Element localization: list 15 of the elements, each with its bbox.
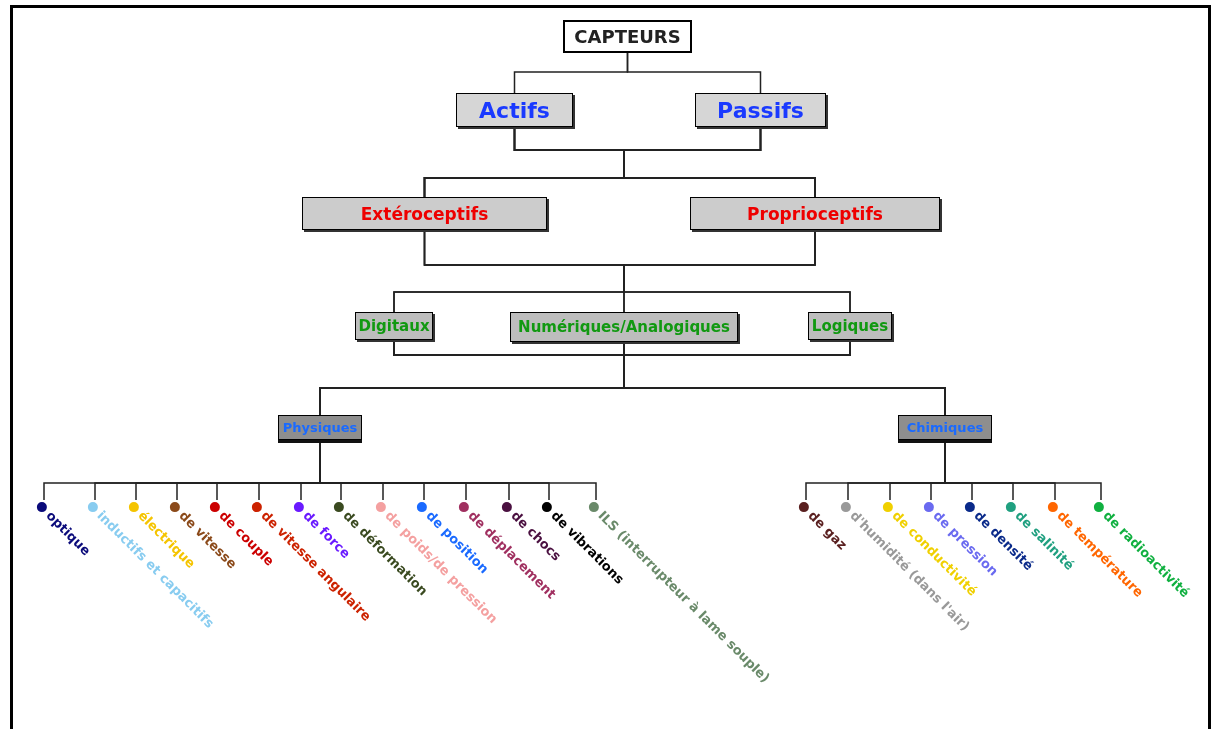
category-box: Digitaux xyxy=(355,312,433,340)
connector-line xyxy=(626,52,762,94)
connector-line xyxy=(319,441,597,501)
category-box: Numériques/Analogiques xyxy=(510,312,738,342)
connector-line xyxy=(944,441,1102,501)
category-box: Actifs xyxy=(456,93,573,127)
category-box: Proprioceptifs xyxy=(690,197,940,230)
category-box: Passifs xyxy=(695,93,826,127)
connector-line xyxy=(623,231,851,313)
category-box: Extéroceptifs xyxy=(302,197,547,230)
category-box: CAPTEURS xyxy=(563,20,692,53)
sensor-type-label: de gaz xyxy=(805,507,851,553)
category-box: Logiques xyxy=(808,312,892,340)
category-box: Chimiques xyxy=(898,415,992,440)
category-box: Physiques xyxy=(278,415,362,440)
